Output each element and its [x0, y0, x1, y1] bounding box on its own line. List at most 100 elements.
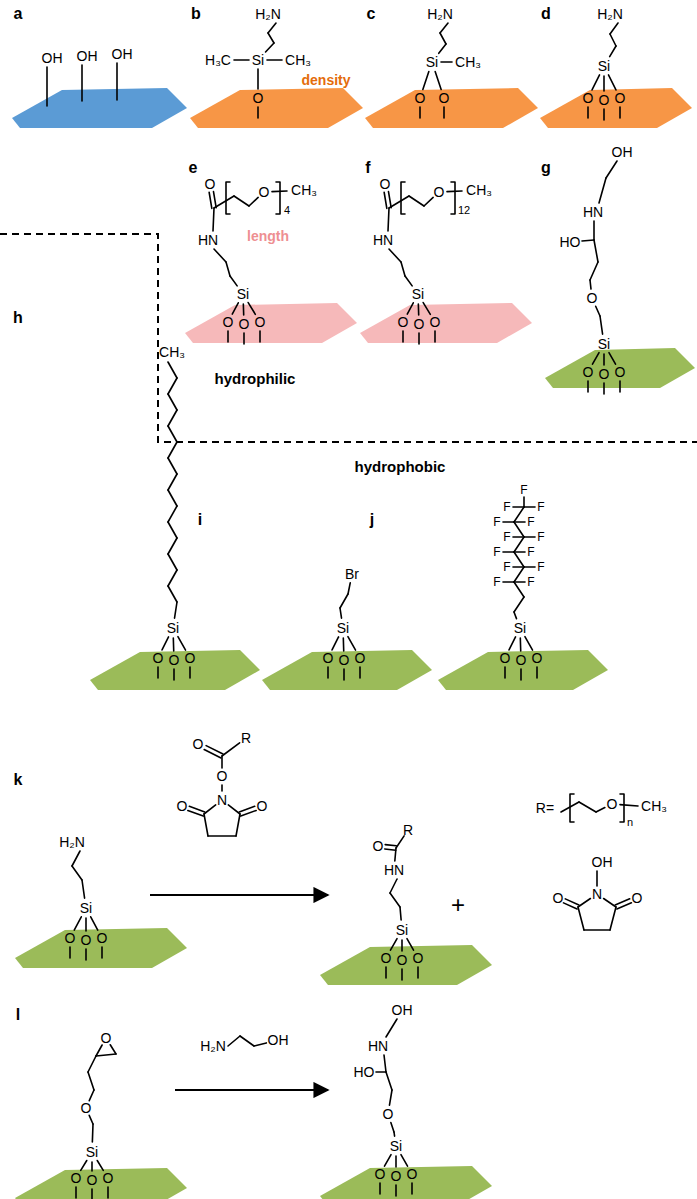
atom-label: O [257, 799, 268, 813]
chemical-bond [393, 1132, 395, 1136]
atom-label: HO [560, 235, 581, 249]
chemical-bond [206, 746, 223, 754]
chemical-bond [85, 949, 87, 960]
atom-label: O [607, 797, 618, 811]
chemical-bond [236, 814, 240, 836]
atom-label: O [583, 91, 594, 105]
chemical-bond [524, 536, 535, 538]
chemical-bond [267, 59, 282, 61]
atom-label: O [103, 1171, 114, 1185]
panel-letter: l [16, 1007, 20, 1023]
atom-label: Si [598, 337, 610, 351]
chemical-bond [162, 637, 169, 650]
subscript: n [627, 817, 633, 828]
atom-label: OH [392, 1003, 413, 1017]
atom-label: F [503, 501, 510, 513]
panel-letter: d [541, 6, 551, 22]
atom-label: O [81, 933, 92, 947]
atom-label: O [439, 91, 450, 105]
atom-label: Si [390, 1139, 402, 1153]
atom-label: OH [42, 51, 63, 65]
atom-label: N [217, 793, 227, 807]
atom-label: O [532, 651, 543, 665]
subscript: 12 [458, 205, 470, 216]
chemical-bond [401, 969, 403, 980]
chemical-bond [204, 750, 221, 758]
panel-letter: h [13, 310, 23, 326]
chemical-bond [513, 506, 524, 508]
chemical-bond [226, 262, 230, 276]
chemical-bond [596, 871, 598, 886]
chemical-bond [257, 107, 259, 118]
chemical-bond [525, 637, 533, 650]
chemical-bond [168, 474, 177, 490]
chemical-bond [504, 667, 506, 678]
chemical-bond [389, 196, 409, 208]
chemical-bond [204, 814, 208, 836]
atom-label: O [375, 1167, 386, 1181]
atom-label: F [537, 501, 544, 513]
atom-label: OH [268, 1033, 289, 1047]
atom-label: O [391, 1169, 402, 1183]
chemical-bond [348, 637, 356, 650]
chemical-bond [248, 303, 255, 315]
panel-letter: c [367, 6, 376, 22]
chemical-bond [226, 182, 230, 214]
atom-label: O [615, 91, 626, 105]
substrate-surface [12, 88, 187, 128]
chemical-bond [359, 667, 361, 678]
chemical-bond [385, 849, 396, 850]
atom-label: Si [396, 923, 408, 937]
atom-label: O [397, 953, 408, 967]
atom-label: O [323, 651, 334, 665]
atom-label: F [527, 576, 534, 588]
chemical-bond [514, 521, 525, 523]
chemical-bond [514, 612, 516, 619]
chemical-bond [520, 638, 522, 651]
chemical-bond [168, 490, 177, 506]
chemical-bond [227, 331, 229, 342]
chemical-bond [578, 907, 584, 930]
chemical-bond [395, 1156, 397, 1167]
atom-label: O [169, 653, 180, 667]
panel-letter: k [14, 772, 23, 788]
chemical-bond [513, 536, 524, 538]
chemical-bond [608, 75, 616, 90]
chemical-bond [168, 506, 177, 522]
atom-label: Si [598, 59, 610, 73]
chemical-bond [407, 303, 413, 314]
chemical-bond [72, 866, 82, 880]
atom-label: O [253, 91, 264, 105]
substrate-surface [365, 88, 538, 128]
chemical-bond [524, 566, 535, 568]
chemical-bond [396, 836, 404, 848]
atom-label: F [520, 484, 527, 496]
chemical-bond [384, 1155, 391, 1167]
chemical-bond [332, 637, 339, 650]
chemical-bond [97, 1161, 103, 1171]
atom-label: O [380, 177, 391, 191]
chemical-bond [582, 240, 594, 241]
atom-label: Si [252, 53, 264, 67]
chemical-bond [401, 940, 403, 951]
atom-label: O [583, 365, 594, 379]
chemical-bond [92, 1124, 94, 1142]
chemical-bond [451, 182, 455, 214]
chemical-bond [388, 208, 389, 231]
chemical-bond [88, 1072, 94, 1090]
chemical-bond [536, 667, 538, 678]
chemical-bond [69, 947, 71, 958]
chemical-bond [213, 192, 216, 208]
chemical-bond [439, 44, 446, 53]
chemical-bond [440, 33, 446, 44]
atom-label: O [500, 651, 511, 665]
chemical-bond [434, 331, 436, 342]
chemical-bond [596, 306, 600, 316]
chemical-bond [610, 23, 618, 34]
atom-label: R [403, 823, 413, 837]
atom-label: Si [426, 55, 438, 69]
chemical-bond [259, 331, 261, 342]
atom-label: H₂N [427, 7, 453, 21]
